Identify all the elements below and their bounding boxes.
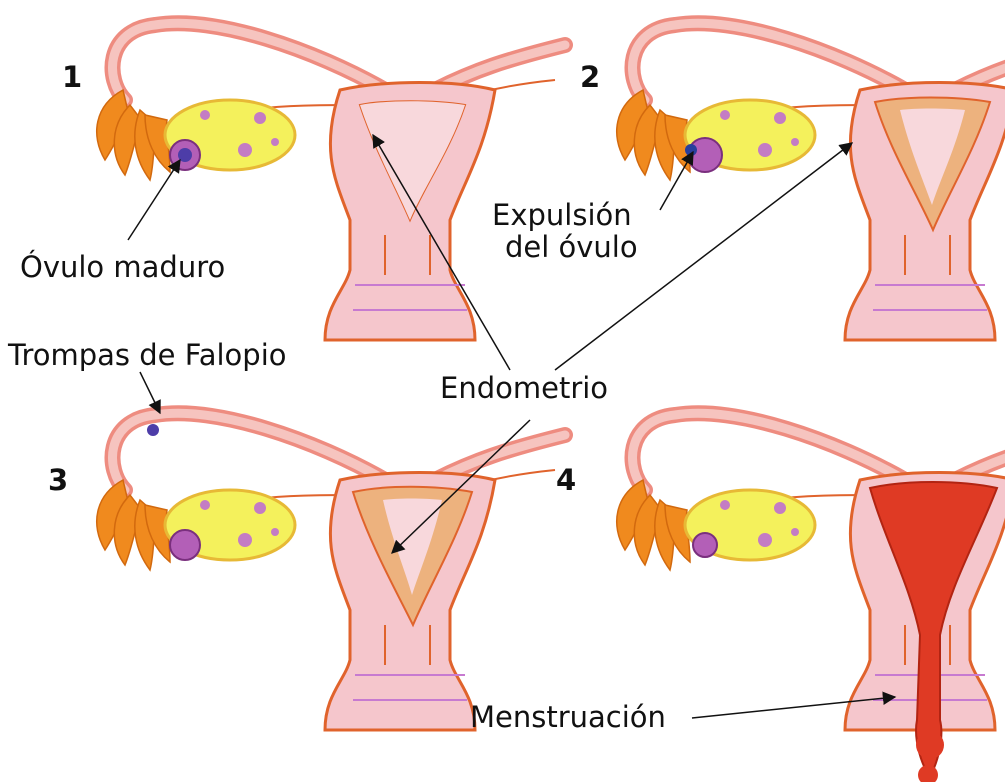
label-expulsion-line2: del óvulo: [505, 230, 638, 264]
panel-1-drawing: [97, 23, 565, 340]
ovum-in-tube-icon: [147, 424, 159, 436]
panel-number-1: 1: [62, 60, 82, 94]
label-expulsion-line1: Expulsión: [492, 198, 632, 232]
panel-number-4: 4: [556, 463, 576, 497]
label-endometrio: Endometrio: [440, 371, 608, 405]
panel-3-drawing: [97, 413, 565, 730]
label-trompas: Trompas de Falopio: [7, 338, 287, 372]
label-ovulo-maduro: Óvulo maduro: [20, 250, 225, 284]
arrow-trompas: [140, 372, 160, 413]
panel-number-3: 3: [48, 463, 68, 497]
panel-4-drawing: [617, 413, 1005, 782]
arrow-ovulo-maduro: [128, 160, 180, 240]
panel-2-drawing: [617, 23, 1005, 340]
label-menstruacion: Menstruación: [470, 700, 666, 734]
panel-number-2: 2: [580, 60, 600, 94]
